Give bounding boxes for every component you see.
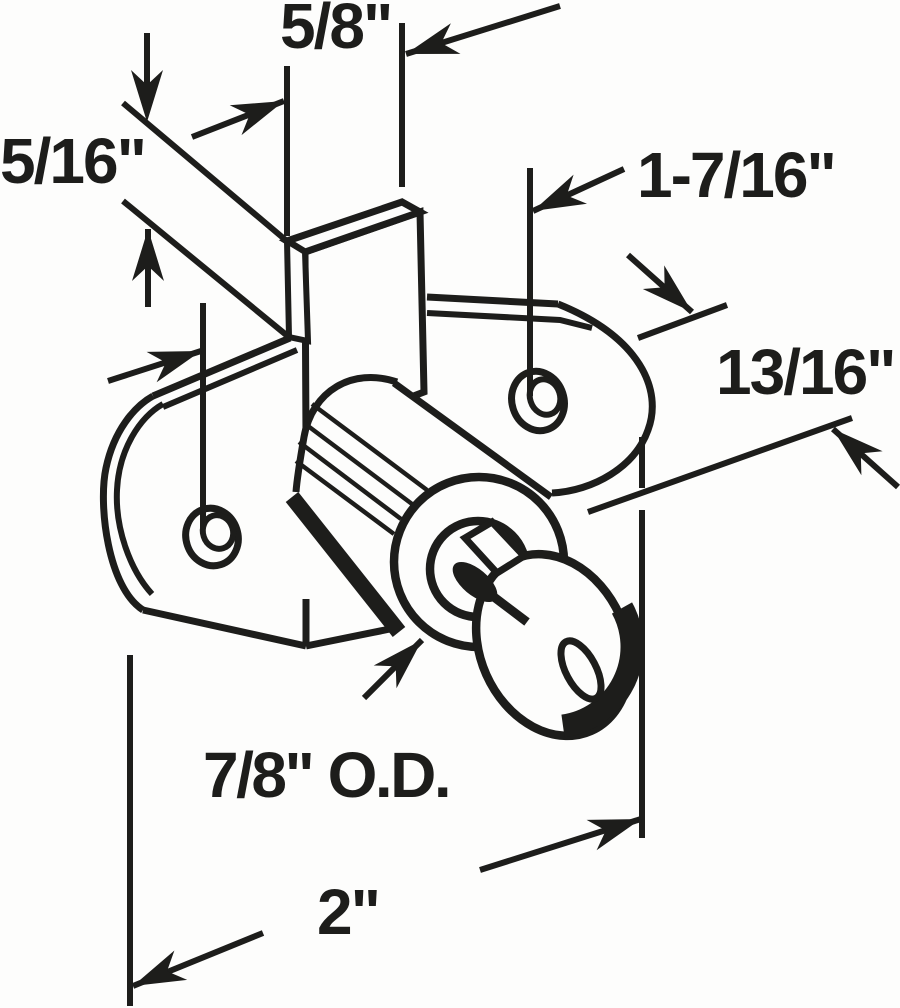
arrowhead [131,70,163,122]
dim-label-cylinder-od: 7/8" O.D. [203,739,449,811]
dim-label-cam-offset: 5/16" [0,125,145,197]
cylinder-knurl-lines [294,402,429,536]
arrowhead [373,640,422,689]
dim-cam-offset: 5/16" [0,33,292,341]
dim-label-hole-spacing: 1-7/16" [637,139,835,211]
cam-side-edge [283,235,312,345]
dim-label-body-depth: 13/16" [716,336,895,408]
key-bow-shading [561,602,644,738]
screw-hole-bottom-left [182,504,242,570]
dim-label-overall-length: 2" [317,876,379,948]
keyway [452,561,498,603]
arrowhead [132,229,164,281]
dim-cylinder-od: 7/8" O.D. [203,637,452,811]
dim-overall-length: 2" [127,437,645,1006]
dim-body-depth: 13/16" [586,252,900,515]
arrowhead [642,265,692,312]
arrowhead [229,101,284,136]
key-blade [459,517,530,578]
key [452,517,644,741]
arrowhead [833,429,883,476]
key-bow-hole [557,637,605,703]
arrowhead [586,819,641,851]
dim-hole-spacing: 1-7/16" [107,139,837,528]
arrowhead [146,351,201,383]
arrowhead [133,950,188,986]
dim-label-cam-width: 5/8" [280,0,391,62]
dim-cam-width: 5/8" [190,0,561,236]
arrowhead [533,174,587,211]
arrowhead [406,23,461,54]
cylinder-shadow-band [285,492,406,637]
